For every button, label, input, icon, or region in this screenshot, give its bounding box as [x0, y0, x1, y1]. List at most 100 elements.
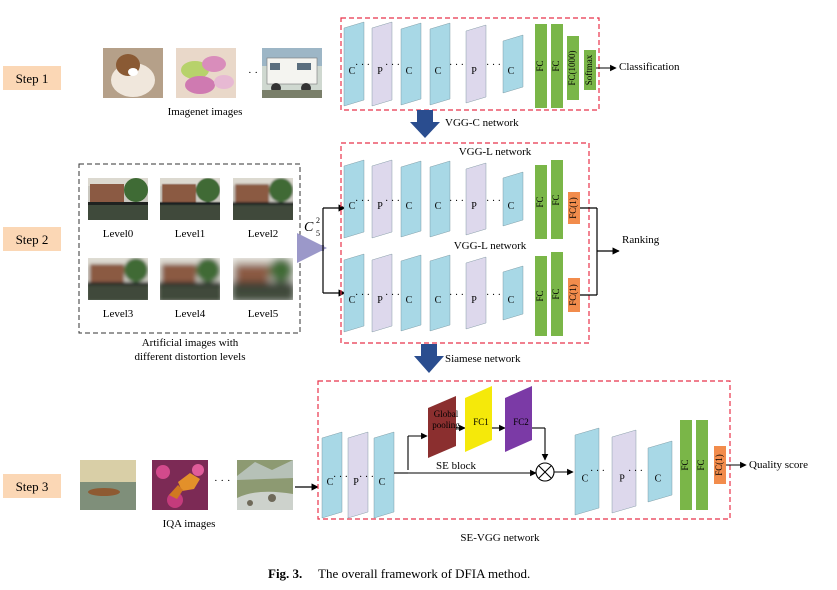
step-3-badge: Step 3 [3, 474, 61, 498]
vgg-l-bottom-conv-layer-3: C [429, 254, 451, 332]
vgg-c-network-label: VGG-C network [445, 117, 519, 129]
level-label-0: Level0 [103, 228, 134, 240]
level-label-5: Level5 [248, 308, 279, 320]
softmax-label: Softmax [584, 54, 594, 85]
step-2-label: Step 2 [16, 232, 49, 247]
dog-image [103, 48, 163, 98]
scale-multiply-node [535, 462, 555, 482]
iqa-images: · · · [80, 460, 293, 510]
se-vgg-fc-1-label: FC [680, 459, 690, 470]
vgg-c-conv-layer-0: C [343, 21, 365, 107]
se-vgg-pre-dots-1: · · · [333, 472, 348, 483]
vgg-l-top-fc-1-label: FC [535, 196, 545, 207]
ranking-label: Ranking [622, 234, 660, 246]
vgg-l-bottom-pool-layer-4: P [465, 256, 487, 330]
vgg-l-top-fc-2-label: FC [551, 194, 561, 205]
combination-superscript: 2 [316, 216, 320, 225]
vgg-c-fc-1000: FC(1000) [567, 36, 579, 100]
vgg-l-top-layer-label-0: C [349, 201, 356, 212]
stream-image [237, 460, 293, 510]
vgg-c-conv-layer-3: C [429, 22, 451, 106]
se-vgg-pre-pool-layer-1: P [347, 431, 369, 519]
se-vgg-network-box [317, 380, 731, 520]
vgg-c-dots-3: · · · [449, 60, 464, 71]
vgg-l-top-layer-label-3: C [435, 201, 442, 212]
vgg-l-top-conv-layer-3: C [429, 160, 451, 238]
vgg-l-bottom-fc-out-label: FC(1) [568, 284, 578, 306]
vgg-l-top-dots-2: · · · [385, 196, 400, 207]
vgg-c-conv-layer-2: C [400, 22, 422, 106]
vgg-l-top-layer-label-4: P [471, 201, 477, 212]
se-vgg-fc-2: FC [696, 420, 708, 510]
vgg-l-bottom-pool-layer-1: P [371, 253, 393, 333]
se-vgg-post-layer-label-1: P [619, 474, 625, 485]
se-vgg-pre-layer-label-1: P [353, 477, 359, 488]
branch-split [322, 204, 346, 297]
vgg-c-fc-2: FC [551, 24, 563, 108]
step-3-label: Step 3 [16, 479, 49, 494]
vgg-c-dots-2: · · · [385, 60, 400, 71]
combination-subscript: 5 [316, 229, 320, 238]
vgg-l-top-title: VGG-L network [459, 146, 532, 158]
se-vgg-pre-layer-label-0: C [327, 477, 334, 488]
global-pooling-label-1: Global [434, 409, 459, 419]
vgg-l-bottom-conv-layer-0: C [343, 253, 365, 333]
vgg-l-top-fc-out-label: FC(1) [568, 197, 578, 219]
step1-to-step2-arrow [410, 110, 440, 138]
vgg-l-bottom-dots-1: · · · [355, 290, 370, 301]
vgg-l-bottom-layer-label-2: C [406, 295, 413, 306]
vgg-c-network-box [340, 17, 600, 111]
vgg-l-bottom-fc-out: FC(1) [568, 278, 580, 312]
vgg-l-bottom-dots-4: · · · [486, 290, 501, 301]
distorted-image-4: Level4 [160, 258, 220, 320]
se-vgg-post-conv-layer-0: C [574, 427, 600, 516]
vgg-c-pool-layer-4: P [465, 24, 487, 104]
vgg-c-dots-1: · · · [355, 60, 370, 71]
distorted-image-5: Level5 [233, 258, 293, 320]
se-vgg-post-layer-label-0: C [582, 474, 589, 485]
vgg-c-layer-label-1: P [377, 66, 383, 77]
vgg-l-top-dots-3: · · · [449, 196, 464, 207]
ellipsis: · · · [248, 67, 265, 79]
distorted-image-2: Level2 [233, 178, 293, 240]
softmax-layer: Softmax [584, 50, 596, 90]
se-block-label: SE block [436, 460, 477, 472]
vgg-l-bottom-fc-1-label: FC [535, 290, 545, 301]
vgg-c-fc-1000-label: FC(1000) [567, 50, 577, 85]
vgg-l-top-layer-label-2: C [406, 201, 413, 212]
classification-label: Classification [619, 61, 680, 73]
se-vgg-pre-layer-label-2: C [379, 477, 386, 488]
vgg-l-top-fc-2: FC [551, 160, 563, 239]
step-2-badge: Step 2 [3, 227, 61, 251]
vgg-l-top-layer-label-1: P [377, 201, 383, 212]
level-label-4: Level4 [175, 308, 206, 320]
vgg-l-bottom-layer-label-3: C [435, 295, 442, 306]
vgg-l-bottom-layer-label-4: P [471, 295, 477, 306]
camper-image [262, 48, 322, 98]
se-vgg-fc-2-label: FC [696, 459, 706, 470]
vgg-l-top-fc-out: FC(1) [568, 192, 580, 224]
se-block: Global pooling FC1 FC2 SE block [407, 386, 549, 472]
distorted-images-caption-2: different distortion levels [135, 351, 246, 363]
vgg-l-top-fc-1: FC [535, 165, 547, 239]
vgg-l-bottom-conv-layer-5: C [502, 265, 524, 321]
vgg-l-top-conv-layer-2: C [400, 160, 422, 238]
distorted-image-0: Level0 [88, 178, 148, 240]
vgg-c-layer-label-2: C [406, 66, 413, 77]
vgg-l-top-dots-4: · · · [486, 196, 501, 207]
global-pooling-label-2: pooling [432, 420, 460, 430]
vgg-l-bottom-fc-2: FC [551, 252, 563, 336]
se-vgg-pre-dots-2: · · · [359, 472, 374, 483]
vgg-l-bottom-fc-1: FC [535, 256, 547, 336]
vgg-c-pool-layer-1: P [371, 21, 393, 107]
vgg-l-top-dots-1: · · · [355, 196, 370, 207]
vgg-l-bottom-conv-layer-2: C [400, 254, 422, 332]
vgg-l-top-pool-layer-1: P [371, 159, 393, 239]
vgg-c-conv-layer-5: C [502, 34, 524, 94]
ellipsis-2: · · · [214, 475, 231, 487]
